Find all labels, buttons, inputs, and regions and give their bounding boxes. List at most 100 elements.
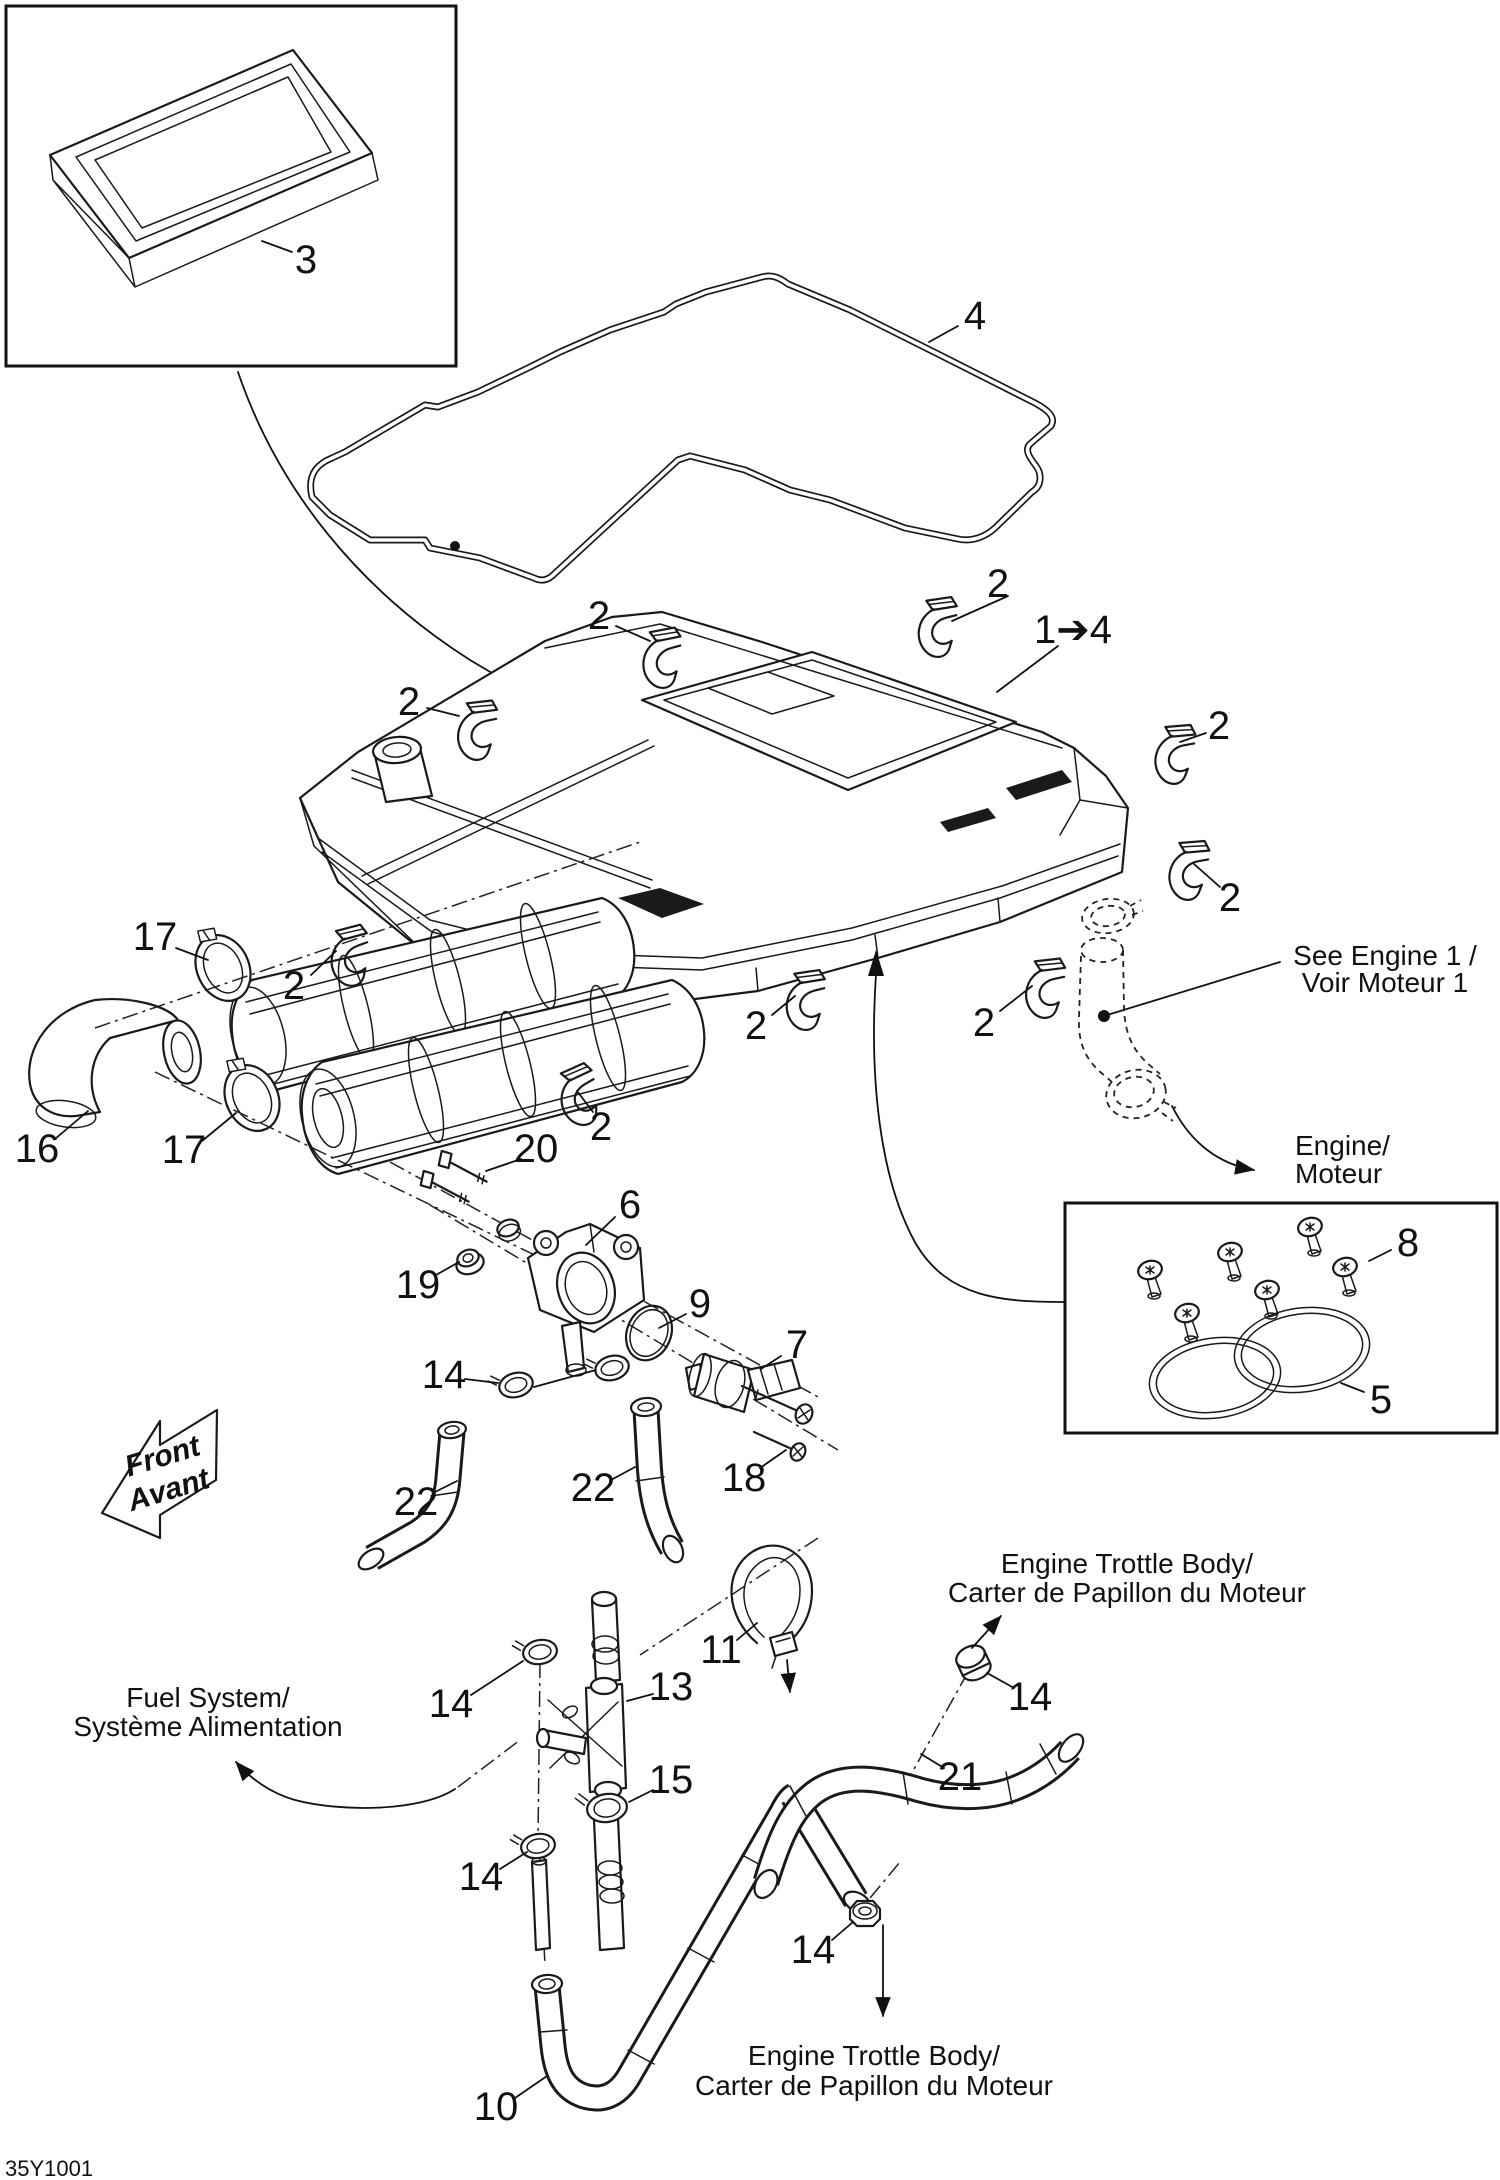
callout-leader: [628, 1789, 654, 1803]
clamp-15: [574, 1792, 629, 1824]
part-callout-1➔4: 1➔4: [1034, 608, 1112, 652]
callout-leader: [175, 947, 209, 961]
part-callout-14: 14: [791, 1928, 836, 1972]
engine-note: Engine/: [1295, 1130, 1390, 1161]
fuel-pipe-assembly-13: [530, 1590, 628, 1952]
airbox-filler-stub: [371, 735, 434, 804]
callout-leader: [626, 1693, 654, 1702]
callout-leader: [610, 1466, 636, 1481]
plate-code: 35Y1001: [5, 2156, 93, 2180]
callout-leader: [576, 1090, 594, 1113]
callout-leader: [533, 1369, 597, 1388]
air-filter-element: [48, 48, 379, 288]
screws-18: [740, 1384, 814, 1462]
callout-leader: [485, 1158, 522, 1172]
part-callout-15: 15: [649, 1758, 694, 1802]
callout-leader: [760, 1355, 782, 1370]
callout-leader: [831, 1921, 854, 1941]
front-direction-arrow: Front Avant: [100, 1408, 219, 1540]
part-callout-2: 2: [1208, 704, 1230, 748]
part-callout-16: 16: [15, 1127, 60, 1171]
part-callout-21: 21: [938, 1755, 983, 1799]
callout-leader: [999, 985, 1033, 1012]
o-ring-9: [624, 1304, 674, 1362]
callout-leader: [986, 1672, 1015, 1689]
clamp-14a2: [581, 1348, 633, 1388]
inset-link-curve: [873, 973, 1065, 1303]
fuel-system-arrow: [235, 1761, 456, 1809]
throttle-body-note-upper: Engine Trottle Body/: [1001, 1548, 1253, 1579]
annotation-layer: See Engine 1 /Voir Moteur 1Engine/Moteur…: [73, 940, 1477, 2101]
callout-leader: [658, 1313, 687, 1329]
part-callout-14: 14: [429, 1682, 474, 1726]
part-callout-17: 17: [162, 1128, 207, 1172]
part-callout-22: 22: [571, 1466, 616, 1510]
callout-leader: [920, 1753, 945, 1769]
callout-leader: [1193, 863, 1221, 888]
flange-nuts: [455, 1218, 522, 1276]
nut-19: [455, 1248, 485, 1276]
airbox-gasket: [307, 272, 1056, 584]
airbox-assembly: [298, 610, 1130, 1008]
callout-leader: [615, 625, 651, 642]
callout-leader: [499, 1851, 528, 1870]
tie-arrow: [780, 1659, 796, 1694]
part-callout-2: 2: [588, 594, 610, 638]
intake-snorkel: [229, 896, 706, 1176]
air-filter-inset-box: [4, 4, 458, 368]
callout-leader: [261, 240, 293, 253]
part-callout-20: 20: [514, 1127, 559, 1171]
see-engine-note: Voir Moteur 1: [1302, 967, 1469, 998]
callout-leader: [951, 595, 1009, 622]
part-callout-13: 13: [649, 1665, 694, 1709]
part-callout-3: 3: [295, 238, 317, 282]
part-callout-2: 2: [973, 1001, 995, 1045]
part-callout-2: 2: [590, 1105, 612, 1149]
callout-leader: [996, 645, 1059, 693]
engine-arrow: [1171, 1105, 1256, 1175]
sensor-7: [684, 1352, 802, 1414]
callout-leader: [432, 1480, 458, 1494]
throttle-upper-arrow: [971, 1615, 1002, 1649]
part-callout-2: 2: [745, 1004, 767, 1048]
callout-leader: [1179, 732, 1207, 743]
part-callout-4: 4: [964, 294, 986, 338]
throttle-body-note-lower: Carter de Papillon du Moteur: [695, 2070, 1053, 2101]
part-callout-6: 6: [619, 1183, 641, 1227]
routing-dot: [450, 541, 460, 551]
o-rings-5: [1148, 1306, 1371, 1420]
callout-leader: [514, 2075, 548, 2099]
part-callout-11: 11: [700, 1628, 742, 1672]
part-callout-22: 22: [394, 1480, 439, 1524]
clamp-14c: [508, 1827, 558, 1864]
part-callout-2: 2: [398, 680, 420, 724]
vent-hose-22-left: [357, 1420, 468, 1571]
callout-leader: [426, 707, 460, 717]
callout-leader: [771, 995, 796, 1016]
callout-leader: [759, 1449, 787, 1469]
hardware-inset-box: [868, 950, 1499, 1435]
clamp-14a: [485, 1365, 537, 1405]
see-engine-leader: [1103, 961, 1281, 1017]
part-callout-2: 2: [283, 964, 305, 1008]
cable-tie-11: [730, 1544, 814, 1669]
callout-leader: [201, 1112, 237, 1142]
part-callout-9: 9: [689, 1282, 711, 1326]
air-hose-21: [753, 1733, 1085, 1900]
part-callout-5: 5: [1370, 1378, 1392, 1422]
part-callout-14: 14: [1008, 1675, 1053, 1719]
callout-leader: [736, 1622, 758, 1641]
bushing-14d: [955, 1644, 992, 1682]
part-callout-2: 2: [1219, 876, 1241, 920]
callout-leader: [1340, 1382, 1365, 1393]
fuel-system-note: Système Alimentation: [73, 1711, 342, 1742]
engine-hose-reference: [1078, 897, 1281, 1175]
vent-hose-22-right: [629, 1396, 685, 1564]
callout-leader: [470, 1660, 524, 1696]
engine-note: Moteur: [1295, 1158, 1382, 1189]
part-callout-2: 2: [987, 562, 1009, 606]
callout-leader: [54, 1110, 89, 1140]
